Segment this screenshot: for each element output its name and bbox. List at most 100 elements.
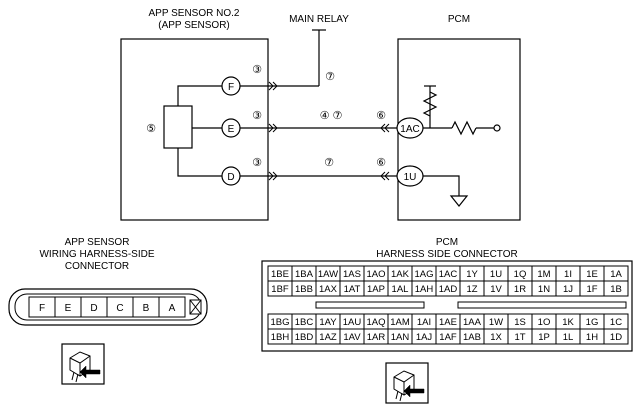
app-connector-title-3: CONNECTOR [65, 261, 129, 272]
pcm-connector-pin-label: 1G [586, 317, 599, 328]
pcm-connector-pin-label: 1A [610, 269, 622, 280]
pcm-connector-view-icon [385, 362, 429, 404]
circled-number-d-mid: ⑦ [324, 157, 334, 169]
app-connector-title-2: WIRING HARNESS-SIDE [39, 249, 154, 260]
sensor-internal-wire-f [177, 85, 222, 106]
pcm-connector-pin-label: 1AU [343, 317, 362, 328]
pcm-connector-pin-label: 1AH [415, 284, 434, 295]
circled-number-sensor-element: ⑤ [146, 123, 156, 135]
app-sensor-title-1: APP SENSOR NO.2 [149, 8, 240, 19]
pcm-connector-pin-label: 1AF [439, 332, 457, 343]
pcm-connector-pin-label: 1R [514, 284, 526, 295]
pcm-connector-pin-label: 1AT [344, 284, 361, 295]
ground-icon [449, 195, 469, 207]
pcm-pullup-resistor [422, 91, 438, 117]
pcm-connector-pin-label: 1N [538, 284, 550, 295]
app-connector-shell-outer [8, 288, 208, 326]
pcm-connector-pin-label: 1M [537, 269, 550, 280]
app-connector-view-icon [61, 343, 105, 385]
pcm-connector-pin-label: 1AQ [366, 317, 385, 328]
app-connector-pin-label: B [143, 303, 150, 314]
pcm-connector-pin-label: 1S [514, 317, 526, 328]
circled-number-e-mid: ④ ⑦ [320, 110, 343, 122]
pcm-connector-key-right [457, 301, 627, 309]
circled-number-d-right: ⑥ [376, 157, 386, 169]
sensor-pin-f-label: F [228, 82, 234, 93]
pcm-series-resistor [451, 120, 477, 136]
pcm-connector-pin-label: 1AC [439, 269, 458, 280]
pcm-connector-pin-label: 1P [538, 332, 550, 343]
pcm-connector-pin-label: 1F [586, 284, 597, 295]
connector-mark-f [268, 81, 278, 91]
pcm-input-terminal [493, 124, 501, 132]
app-connector-pin-label: D [90, 303, 97, 314]
pcm-connector-pin-label: 1V [490, 284, 502, 295]
app-connector-pin-label: F [39, 303, 45, 314]
pcm-connector-pin-label: 1D [610, 332, 622, 343]
pcm-connector-pin-label: 1AD [439, 284, 458, 295]
pcm-connector-pin-label: 1AA [463, 317, 482, 328]
sensor-pin-d-label: D [227, 172, 234, 183]
pcm-title: PCM [448, 14, 470, 25]
circled-number-f-right: ⑦ [325, 71, 335, 83]
app-connector-pin-label: E [65, 303, 72, 314]
pcm-connector-pin-label: 1AB [463, 332, 481, 343]
pcm-connector-pin-label: 1B [610, 284, 622, 295]
pcm-connector-pin-label: 1U [490, 269, 502, 280]
pcm-connector-pin-label: 1AN [391, 332, 410, 343]
pcm-connector-pin-label: 1BF [271, 284, 289, 295]
pcm-pin-1u-label: 1U [404, 172, 417, 183]
pcm-connector-pin-label: 1AL [392, 284, 409, 295]
pcm-connector-pin-label: 1C [610, 317, 622, 328]
pcm-connector-pin-label: 1J [563, 284, 573, 295]
sensor-internal-wire-d [177, 148, 222, 177]
app-connector-lock-cross-2 [189, 299, 202, 315]
pcm-connector-pin-label: 1AR [367, 332, 386, 343]
connector-mark-d-pcm [380, 171, 390, 181]
pcm-connector-pin-label: 1AZ [319, 332, 337, 343]
pcm-connector-title-2: HARNESS SIDE CONNECTOR [376, 249, 518, 260]
connector-mark-e-pcm [380, 123, 390, 133]
pcm-connector-pin-label: 1E [586, 269, 598, 280]
pcm-connector-frame [261, 260, 633, 352]
app-connector-pin-cell [158, 296, 186, 318]
pcm-connector-pin-label: 1BD [295, 332, 314, 343]
pcm-connector-pin-label: 1AE [439, 317, 457, 328]
pcm-connector-title-1: PCM [436, 237, 458, 248]
pcm-connector-pin-label: 1BE [271, 269, 289, 280]
pcm-connector-pin-label: 1AY [319, 317, 337, 328]
pcm-connector-pin-label: 1AP [367, 284, 385, 295]
pcm-connector-pin-label: 1BH [271, 332, 290, 343]
main-relay-label: MAIN RELAY [289, 14, 349, 25]
pcm-connector-pin-label: 1I [564, 269, 572, 280]
connector-mark-e-sensor [268, 123, 278, 133]
app-sensor-box [120, 38, 269, 221]
sensor-element [163, 105, 193, 149]
pcm-connector-pin-label: 1AX [319, 284, 338, 295]
sensor-pin-e-label: E [228, 124, 235, 135]
pcm-connector-pin-label: 1AJ [416, 332, 433, 343]
pcm-internal-wire-1u [423, 175, 460, 196]
pcm-connector-pin-label: 1BA [295, 269, 314, 280]
connector-mark-d-sensor [268, 171, 278, 181]
pcm-connector-pin-label: 1Z [466, 284, 477, 295]
app-connector-pin-label: A [169, 303, 176, 314]
pcm-connector-pin-label: 1AI [417, 317, 431, 328]
pcm-connector-pin-cell [603, 328, 629, 345]
pcm-connector-pin-label: 1AK [391, 269, 410, 280]
pcm-connector-pin-label: 1Q [514, 269, 527, 280]
pcm-connector-pin-label: 1BB [295, 284, 313, 295]
app-sensor-title-2: (APP SENSOR) [158, 20, 230, 31]
pcm-connector-pin-label: 1BG [270, 317, 289, 328]
app-connector-pin-label: C [116, 303, 123, 314]
pcm-connector-pin-label: 1AV [343, 332, 361, 343]
schematic: APP SENSOR NO.2 (APP SENSOR) PCM MAIN RE… [120, 8, 521, 221]
pcm-connector-pin-label: 1Y [466, 269, 478, 280]
pcm-pin-1ac-label: 1AC [400, 124, 419, 135]
app-connector-title-1: APP SENSOR [65, 237, 130, 248]
pcm-connector-pin-label: 1X [490, 332, 502, 343]
